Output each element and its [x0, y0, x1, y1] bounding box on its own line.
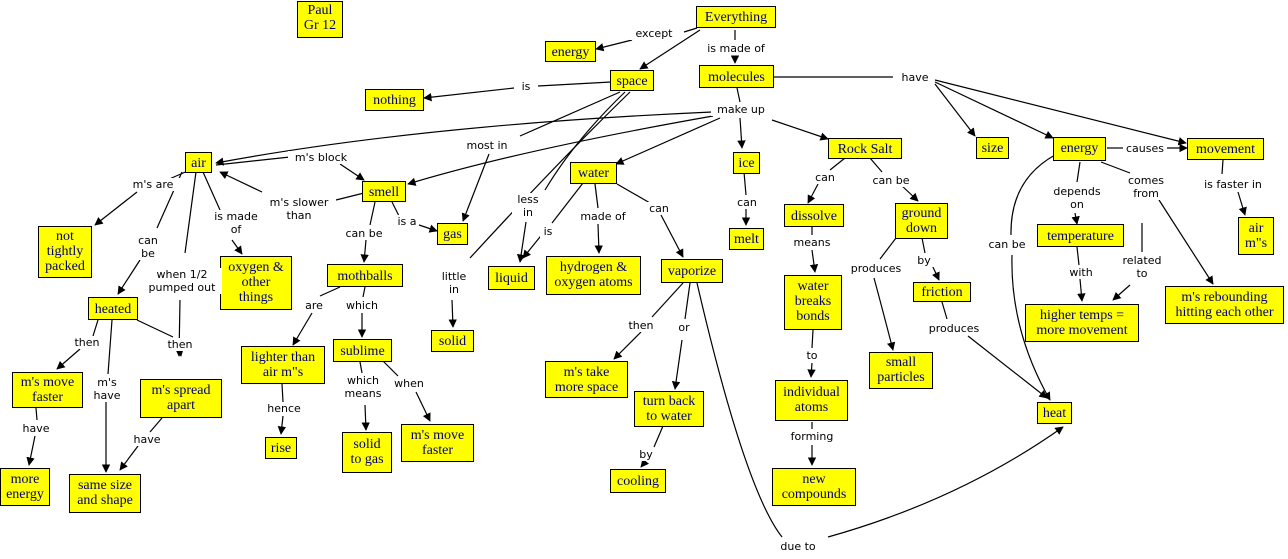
link-is-water: is — [540, 225, 556, 238]
concept-ground-down[interactable]: ground down — [895, 203, 948, 239]
link-forming: forming — [783, 430, 841, 443]
link-to: to — [802, 349, 822, 362]
concept-more-energy[interactable]: more energy — [0, 468, 50, 506]
link-less-in: less in — [512, 193, 544, 219]
concept-ms-move-faster-left[interactable]: m's move faster — [12, 372, 83, 408]
link-have-top: have — [896, 71, 934, 84]
link-which-means: which means — [338, 374, 388, 400]
link-produces-ground: produces — [846, 262, 906, 275]
concept-liquid[interactable]: liquid — [488, 266, 535, 290]
concept-vaporize[interactable]: vaporize — [661, 259, 723, 283]
concept-ms-spread-apart[interactable]: m's spread apart — [140, 379, 222, 418]
concept-paul[interactable]: Paul Gr 12 — [297, 1, 343, 38]
link-ms-slower-than: m's slower than — [262, 196, 336, 222]
concept-nothing[interactable]: nothing — [365, 89, 424, 111]
concept-smell[interactable]: smell — [362, 181, 406, 202]
link-is-made-of-top: is made of — [701, 42, 771, 55]
concept-energy-top[interactable]: energy — [545, 41, 596, 62]
link-can-be-energy: can be — [983, 238, 1031, 251]
link-have-spread: have — [128, 433, 166, 446]
concept-solid-to-gas[interactable]: solid to gas — [342, 432, 392, 473]
link-can-be-rock: can be — [867, 174, 915, 187]
link-ms-are: m's are — [126, 178, 180, 191]
concept-gas[interactable]: gas — [437, 223, 468, 245]
link-can-rock: can — [811, 171, 839, 184]
link-by-turn: by — [635, 448, 657, 461]
concept-lighter-than-air[interactable]: lighter than air m"s — [241, 346, 325, 384]
link-ms-have: m's have — [91, 376, 123, 402]
concept-space[interactable]: space — [610, 70, 654, 91]
link-then-heated-right: then — [163, 338, 197, 351]
concept-melt[interactable]: melt — [729, 228, 764, 250]
link-except: except — [630, 27, 678, 40]
concept-air-ms[interactable]: air m"s — [1238, 217, 1274, 255]
link-can-be-air: can be — [133, 234, 163, 260]
link-is-a: is a — [395, 215, 419, 228]
concept-rock-salt[interactable]: Rock Salt — [828, 138, 902, 159]
concept-air[interactable]: air — [185, 152, 212, 173]
link-produces-friction: produces — [924, 322, 984, 335]
link-made-of-water: made of — [576, 210, 630, 223]
concept-molecules[interactable]: molecules — [699, 65, 774, 88]
concept-mothballs[interactable]: mothballs — [327, 264, 403, 287]
concept-rise[interactable]: rise — [265, 437, 297, 459]
concept-heated[interactable]: heated — [88, 297, 138, 320]
concept-ice[interactable]: ice — [733, 152, 760, 174]
link-hence: hence — [263, 402, 305, 415]
link-have-faster: have — [17, 422, 55, 435]
link-causes: causes — [1123, 142, 1167, 155]
link-then-heated-left: then — [70, 336, 104, 349]
link-ms-block: m's block — [288, 151, 354, 164]
concept-ms-move-faster-mid[interactable]: m's move faster — [401, 424, 474, 462]
link-can-water: can — [645, 202, 673, 215]
link-can-ice: can — [733, 196, 761, 209]
concept-turn-back-to-water[interactable]: turn back to water — [634, 391, 704, 427]
link-or: or — [674, 321, 694, 334]
link-by-ground: by — [913, 254, 935, 267]
link-when: when — [391, 377, 427, 390]
link-most-in: most in — [458, 139, 516, 152]
concept-heat[interactable]: heat — [1037, 402, 1072, 424]
link-make-up: make up — [711, 103, 771, 116]
link-comes-from: comes from — [1124, 174, 1168, 200]
link-can-be-smell: can be — [340, 227, 388, 240]
link-is-made-of-air: is made of — [209, 210, 263, 236]
concept-new-compounds[interactable]: new compounds — [772, 468, 856, 506]
concept-ms-take-more-space[interactable]: m's take more space — [545, 361, 628, 398]
link-when-half-pumped: when 1/2 pumped out — [142, 268, 222, 294]
link-little-in: little in — [436, 270, 472, 296]
concept-everything[interactable]: Everything — [696, 6, 776, 28]
link-related-to: related to — [1118, 254, 1166, 280]
concept-higher-temps[interactable]: higher temps = more movement — [1025, 304, 1139, 342]
concept-sublime[interactable]: sublime — [333, 339, 392, 362]
link-with: with — [1064, 266, 1098, 279]
concept-ms-rebounding[interactable]: m's rebounding hitting each other — [1165, 286, 1284, 324]
concept-size[interactable]: size — [976, 137, 1009, 159]
concept-hydrogen-oxygen-atoms[interactable]: hydrogen & oxygen atoms — [546, 256, 641, 295]
concept-movement[interactable]: movement — [1187, 138, 1264, 160]
concept-small-particles[interactable]: small particles — [869, 352, 933, 389]
link-due-to: due to — [773, 540, 823, 553]
concept-same-size-shape[interactable]: same size and shape — [69, 474, 141, 513]
concept-water-breaks-bonds[interactable]: water breaks bonds — [784, 275, 842, 330]
concept-not-tightly-packed[interactable]: not tightly packed — [38, 226, 92, 278]
concept-water[interactable]: water — [570, 162, 617, 184]
concept-solid[interactable]: solid — [431, 330, 474, 352]
link-depends-on: depends on — [1047, 185, 1107, 211]
link-are: are — [301, 299, 327, 312]
concept-friction[interactable]: friction — [913, 282, 971, 302]
link-is-faster-in: is faster in — [1195, 178, 1271, 191]
concept-energy-right[interactable]: energy — [1053, 137, 1106, 161]
link-means: means — [788, 236, 836, 249]
concept-oxygen-other-things[interactable]: oxygen & other things — [220, 256, 292, 310]
link-which: which — [340, 299, 384, 312]
concept-temperature[interactable]: temperature — [1037, 224, 1124, 247]
link-then-vaporize: then — [623, 319, 659, 332]
link-is: is — [516, 80, 536, 93]
concept-cooling[interactable]: cooling — [610, 469, 666, 493]
concept-individual-atoms[interactable]: individual atoms — [775, 380, 848, 421]
concept-dissolve[interactable]: dissolve — [784, 204, 844, 227]
